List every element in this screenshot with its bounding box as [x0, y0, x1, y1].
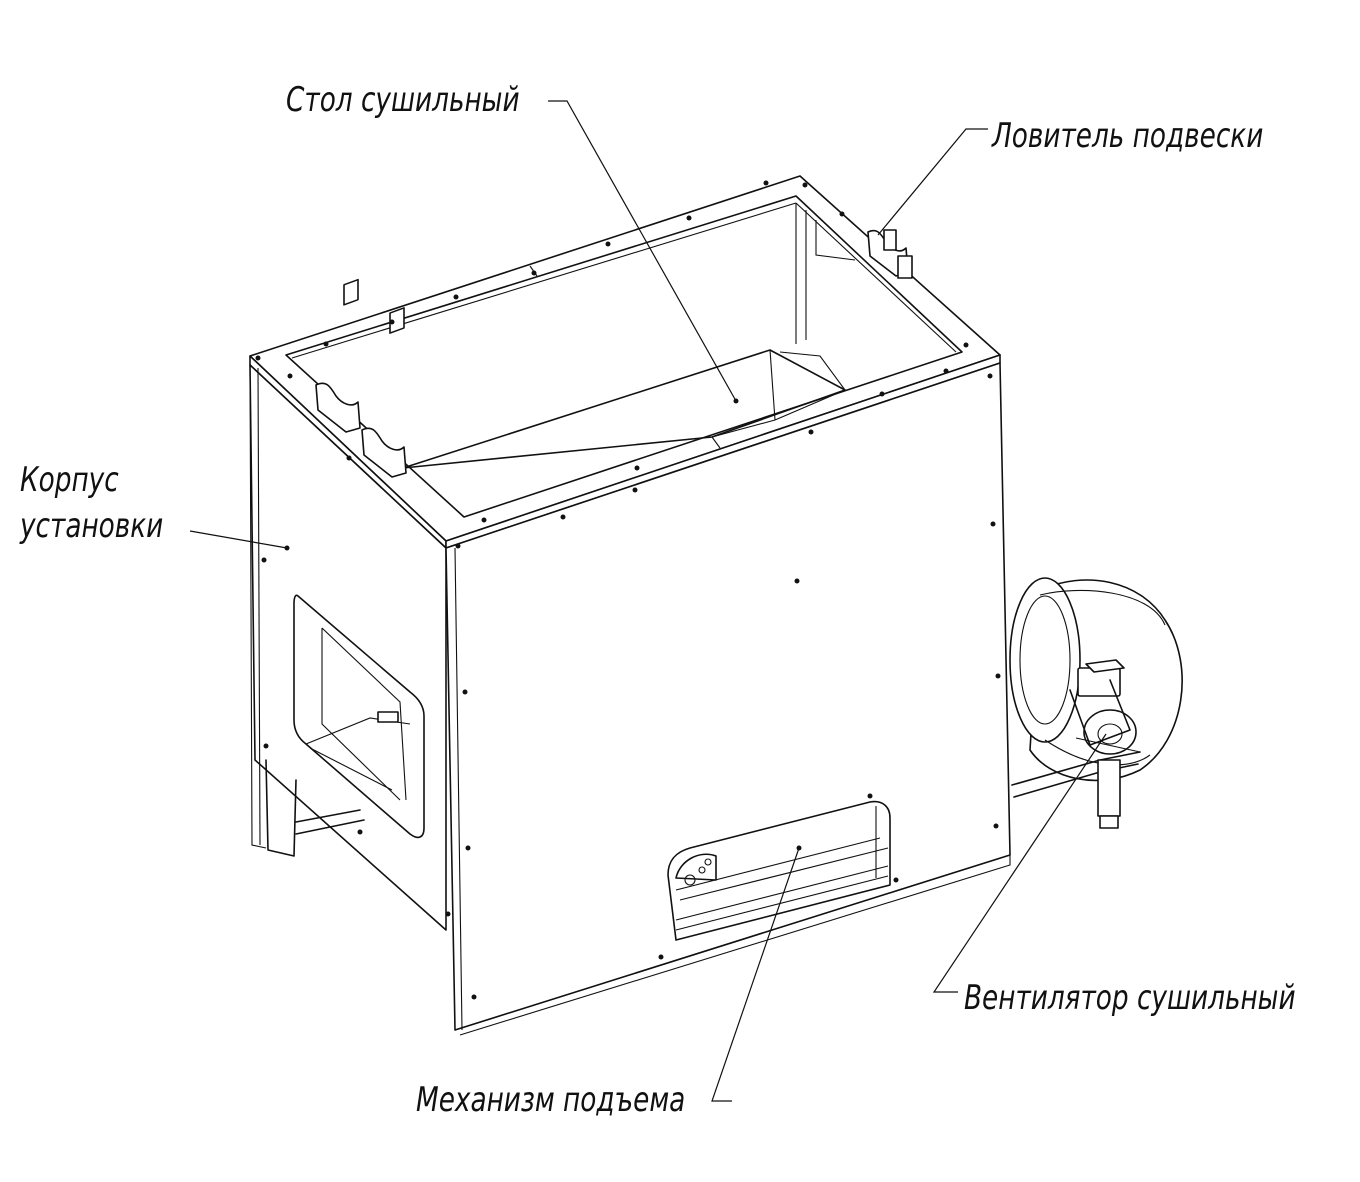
drying-fan	[1009, 577, 1183, 829]
label-unit-body-line1: Корпус	[20, 460, 119, 500]
bolt-holes	[255, 180, 1001, 1000]
leader-body	[189, 530, 288, 549]
drying-table	[402, 203, 856, 469]
label-drying-table: Стол сушильный	[286, 80, 520, 120]
leader-lines	[189, 100, 1107, 1102]
leader-fan	[932, 733, 1107, 993]
catcher-bracket-right	[867, 229, 913, 279]
label-suspension-catcher: Ловитель подвески	[992, 116, 1264, 156]
body-front-panel	[445, 362, 1011, 1036]
label-drying-fan: Вентилятор сушильный	[964, 978, 1296, 1018]
top-frame	[249, 175, 1001, 549]
leader-catcher	[877, 128, 988, 236]
label-unit-body-line2: установки	[20, 506, 164, 546]
leader-lift	[711, 847, 800, 1102]
catcher-bracket-left-1	[315, 278, 361, 433]
leader-table	[548, 100, 737, 402]
body-left-panel	[249, 364, 447, 931]
label-lift-mechanism: Механизм подъема	[416, 1080, 686, 1120]
catcher-bracket-left-2	[361, 307, 407, 478]
